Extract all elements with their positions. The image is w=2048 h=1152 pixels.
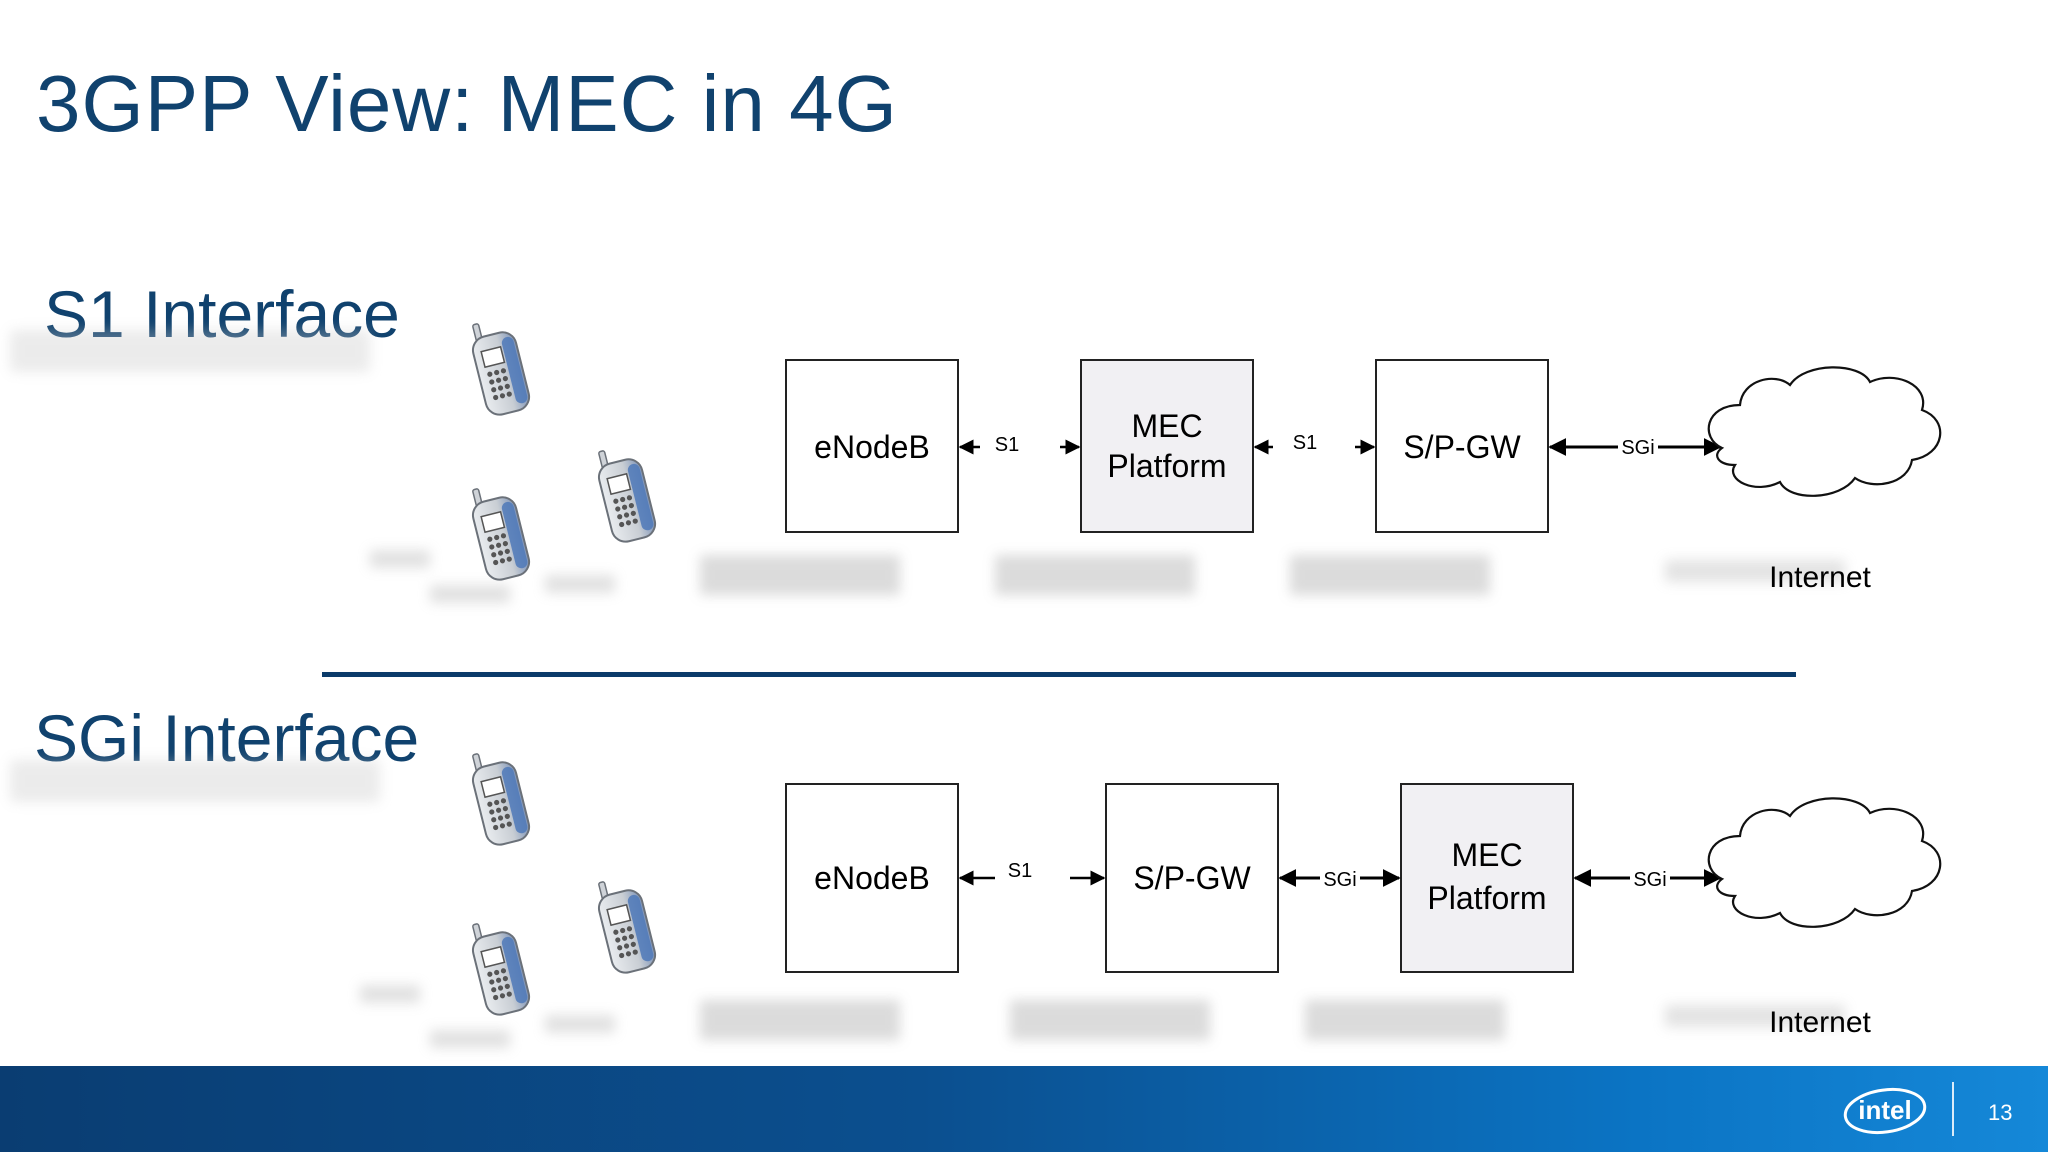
s1-diagram: eNodeB MEC Platform S/P-GW S1 S1 SGi Int… [465, 314, 1942, 594]
cloud-icon [1707, 797, 1942, 928]
section-divider [322, 672, 1796, 677]
s1-enodeb-label: eNodeB [814, 429, 930, 465]
footer-separator [1952, 1082, 1954, 1136]
mobile-phone-icon [591, 872, 660, 977]
sgi-mec-label-line2: Platform [1427, 880, 1546, 916]
cloud-icon [1707, 366, 1942, 497]
mobile-phone-icon [591, 441, 660, 546]
s1-link-label-enodeb-mec: S1 [995, 434, 1019, 456]
mobile-phone-icon [465, 914, 534, 1019]
sgi-spgw-label: S/P-GW [1133, 860, 1251, 896]
s1-mec-label-line1: MEC [1131, 408, 1202, 444]
page-number: 13 [1988, 1100, 2013, 1125]
sgi-enodeb-label: eNodeB [814, 860, 930, 896]
intel-logo: intel [1843, 1087, 1927, 1135]
mec-architecture-diagram: eNodeB MEC Platform S/P-GW S1 S1 SGi Int… [10, 314, 1942, 1048]
sgi-link-label-spgw-mec: SGi [1323, 869, 1356, 891]
s1-link-label-mec-spgw: S1 [1293, 432, 1317, 454]
sgi-internet-label: Internet [1769, 1006, 1871, 1039]
mobile-phone-icon [465, 314, 534, 419]
sgi-link-label-mec-internet: SGi [1633, 869, 1666, 891]
sgi-spgw-box[interactable] [1105, 783, 1279, 973]
svg-text:intel: intel [1858, 1095, 1911, 1125]
s1-mec-platform-box[interactable] [1080, 359, 1254, 533]
reflection-shadows [10, 330, 1845, 1048]
mobile-phone-icon [465, 744, 534, 849]
s1-link-label-spgw-internet: SGi [1621, 437, 1654, 459]
mobile-phone-icon [465, 479, 534, 584]
s1-mec-label-line2: Platform [1107, 448, 1226, 484]
sgi-diagram: eNodeB S/P-GW MEC Platform S1 SGi SGi In… [465, 744, 1942, 1039]
s1-spgw-label: S/P-GW [1403, 429, 1521, 465]
footer-bar [0, 1066, 2048, 1152]
s1-spgw-box[interactable] [1375, 359, 1549, 533]
s1-internet-label: Internet [1769, 561, 1871, 594]
sgi-enodeb-box[interactable] [785, 783, 959, 973]
sgi-mec-platform-box[interactable] [1400, 783, 1574, 973]
slide-title: 3GPP View: MEC in 4G [36, 59, 898, 148]
s1-enodeb-box[interactable] [785, 359, 959, 533]
sgi-mec-label-line1: MEC [1451, 837, 1522, 873]
sgi-link-label-enodeb-spgw: S1 [1008, 860, 1032, 882]
